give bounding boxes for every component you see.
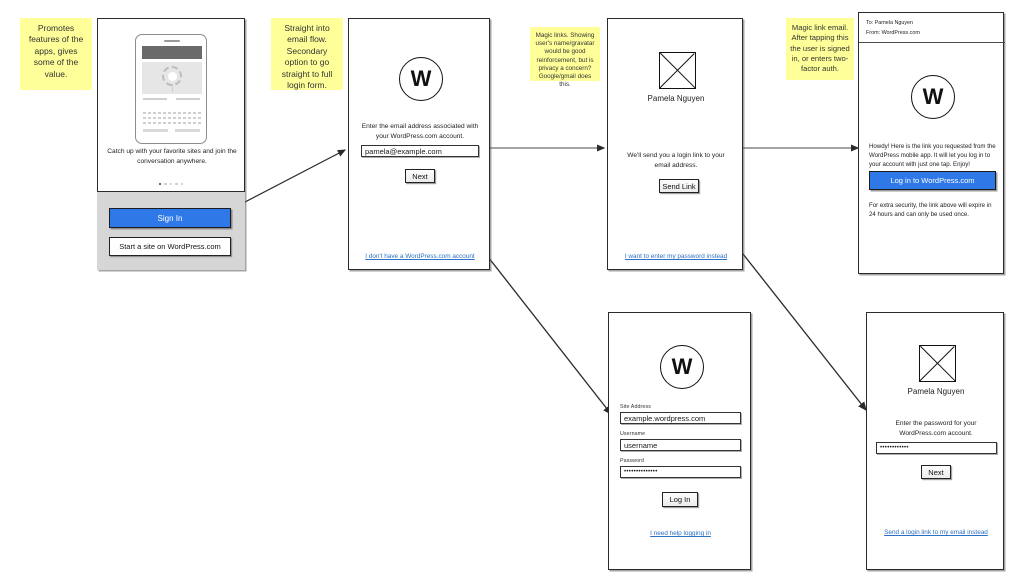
pager-dot-2[interactable]	[164, 183, 167, 186]
pager-dot-5[interactable]	[180, 183, 184, 186]
screen-welcome: Catch up with your favorite sites and jo…	[97, 18, 245, 270]
password-user-name: Pamela Nguyen	[907, 387, 965, 396]
log-in-button[interactable]: Log In	[662, 492, 698, 507]
phone-navbar	[142, 46, 202, 59]
enter-password-prompt: Enter the password for your WordPress.co…	[895, 420, 977, 437]
no-account-link[interactable]: I don't have a WordPress.com account	[365, 253, 475, 260]
screen-enter-email: W Enter the email address associated wit…	[348, 18, 490, 270]
email-footnote-text: For extra security, the link above will …	[869, 202, 992, 219]
site-address-label: Site Address	[620, 404, 651, 410]
start-a-site-button[interactable]: Start a site on WordPress.com	[109, 237, 231, 256]
help-logging-in-link[interactable]: I need help logging in	[650, 530, 711, 537]
wordpress-logo-icon: W	[660, 345, 704, 389]
wordpress-logo-icon: W	[911, 75, 955, 119]
gravatar-placeholder-icon	[659, 52, 696, 89]
phone-hero-image	[142, 62, 202, 94]
sticky-note-email-flow: Straight into email flow. Secondary opti…	[271, 18, 343, 90]
next-button[interactable]: Next	[405, 169, 435, 183]
phone-text-dashes	[143, 117, 201, 119]
send-login-link-instead-link[interactable]: Send a login link to my email instead	[884, 529, 988, 536]
email-input[interactable]: pamela@example.com	[361, 145, 479, 157]
email-login-cta-button[interactable]: Log in to WordPress.com	[869, 171, 996, 190]
sign-in-button[interactable]: Sign In	[109, 208, 231, 228]
screen-send-magic-link: Pamela Nguyen We'll send you a login lin…	[607, 18, 743, 270]
phone-text-line	[143, 98, 167, 100]
username-input[interactable]: username	[620, 439, 741, 451]
phone-button-block	[143, 129, 168, 133]
arrow-magiclink-to-password	[731, 239, 867, 412]
screen-full-login-form: W Site Address example.wordpress.com Use…	[608, 312, 751, 570]
screen-magic-link-email: To: Pamela Nguyen From: WordPress.com W …	[858, 12, 1005, 274]
pager-dot-4[interactable]	[175, 183, 178, 186]
pager-dot-1[interactable]	[159, 183, 162, 186]
camera-ring-center	[167, 71, 177, 81]
phone-button-block	[175, 129, 200, 133]
arrow-email-to-fulllogin	[473, 238, 612, 416]
use-password-instead-link[interactable]: I want to enter my password instead	[624, 253, 728, 260]
sticky-note-value-prop: Promotes features of the apps, gives som…	[20, 18, 92, 90]
phone-speaker-icon	[164, 40, 180, 43]
email-body-text: Howdy! Here is the link you requested fr…	[869, 143, 996, 169]
email-to-line: To: Pamela Nguyen	[866, 20, 914, 26]
pager-dot-3[interactable]	[169, 183, 173, 186]
email-from-line: From: WordPress.com	[866, 30, 920, 36]
welcome-tagline: Catch up with your favorite sites and jo…	[107, 148, 237, 165]
gravatar-placeholder-icon	[919, 345, 956, 382]
send-link-button[interactable]: Send Link	[659, 179, 699, 193]
password-label: Password	[620, 458, 645, 464]
password-input[interactable]: ••••••••••••	[876, 442, 997, 454]
site-address-input[interactable]: example.wordpress.com	[620, 412, 741, 424]
password-input[interactable]: ••••••••••••••	[620, 466, 741, 478]
username-label: Username	[620, 431, 646, 437]
enter-email-prompt: Enter the email address associated with …	[361, 123, 479, 140]
phone-illustration	[135, 34, 207, 144]
email-header: To: Pamela Nguyen From: WordPress.com	[859, 13, 1005, 43]
camera-ring-tail	[171, 84, 173, 92]
screen-enter-password: Pamela Nguyen Enter the password for you…	[866, 312, 1004, 570]
phone-text-dashes	[143, 122, 201, 124]
next-button[interactable]: Next	[921, 465, 951, 479]
phone-text-line	[176, 98, 200, 100]
magic-link-user-name: Pamela Nguyen	[647, 94, 705, 103]
phone-text-dashes	[143, 112, 201, 114]
sticky-note-magic-link-email: Magic link email. After tapping this the…	[786, 18, 854, 80]
wordpress-logo-icon: W	[399, 57, 443, 101]
sticky-note-magic-links: Magic links. Showing user's name/gravata…	[530, 27, 600, 88]
welcome-action-panel: Sign In Start a site on WordPress.com	[97, 191, 245, 270]
magic-link-prompt: We'll send you a login link to your emai…	[627, 152, 725, 169]
welcome-pager-dots[interactable]	[159, 183, 184, 186]
